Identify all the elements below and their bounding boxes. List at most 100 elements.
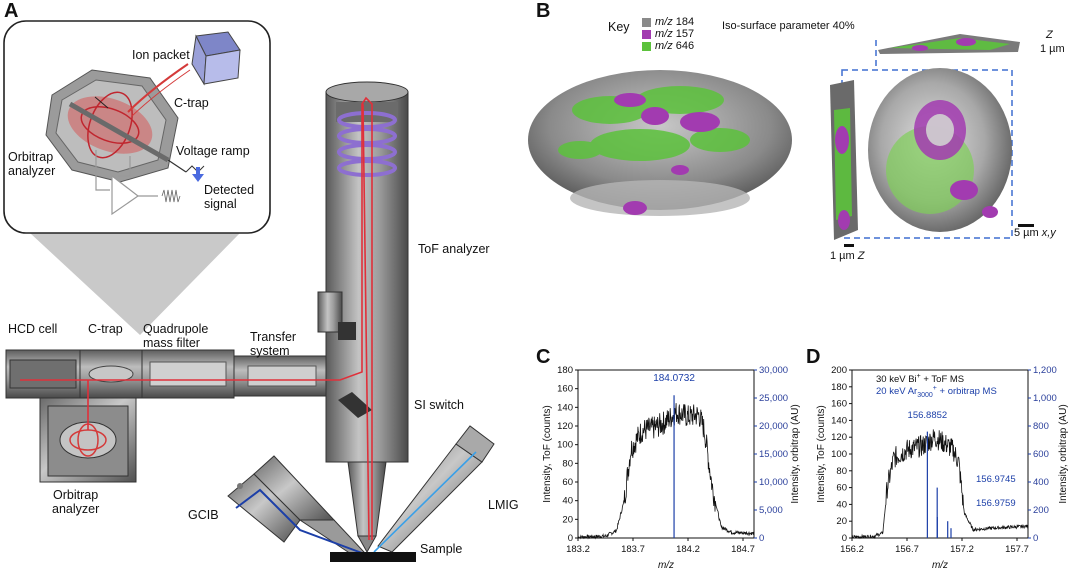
peak-annotation: 156.9745 bbox=[976, 474, 1016, 485]
scale-bar-xy bbox=[1018, 224, 1034, 227]
y-tick-label-right: 1,200 bbox=[1033, 365, 1057, 376]
y-tick-label-left: 20 bbox=[562, 514, 573, 525]
y-tick-label-right: 200 bbox=[1033, 505, 1049, 516]
x-tick-label: 183.7 bbox=[621, 544, 645, 555]
label-detected-signal: Detected signal bbox=[204, 183, 255, 211]
legend-item: m/z 646 bbox=[642, 40, 694, 52]
voltage-arrow-icon bbox=[192, 167, 204, 182]
y-tick-label-left: 100 bbox=[557, 440, 573, 451]
y-tick-label-left: 160 bbox=[831, 399, 847, 410]
peak-annotation: 184.0732 bbox=[653, 373, 695, 384]
label-orbitrap-analyzer: Orbitrap analyzer bbox=[52, 488, 100, 516]
x-tick-label: 184.7 bbox=[731, 544, 755, 555]
y-tick-label-right: 0 bbox=[759, 533, 764, 544]
y-axis-label-right: Intensity, orbitrap (AU) bbox=[1058, 404, 1069, 503]
panel-label-a: A bbox=[4, 0, 19, 22]
chart-d: 156.2 156.7 157.2 157.7 0 20 40 60 80 100 120 140 16… bbox=[816, 365, 1069, 571]
y-tick-label-left: 100 bbox=[831, 449, 847, 460]
label-orbitrap-inset: Orbitrap analyzer bbox=[8, 150, 56, 178]
y-tick-label-left: 120 bbox=[557, 421, 573, 432]
sample-stage bbox=[330, 552, 416, 562]
label-quadrupole: Quadrupole mass filter bbox=[143, 322, 209, 350]
y-tick-label-left: 180 bbox=[557, 365, 573, 376]
y-tick-label-left: 0 bbox=[568, 533, 573, 544]
label-ion-packet: Ion packet bbox=[132, 48, 190, 62]
label-tof-analyzer: ToF analyzer bbox=[418, 242, 490, 256]
y-tick-label-left: 80 bbox=[836, 466, 847, 477]
magenta-regions-oblique bbox=[614, 93, 720, 215]
panel-label-d: D bbox=[806, 346, 821, 368]
si-switch-plate bbox=[338, 392, 372, 418]
x-tick-label: 156.2 bbox=[840, 544, 864, 555]
y-tick-label-right: 25,000 bbox=[759, 393, 788, 404]
y-tick-label-right: 5,000 bbox=[759, 505, 783, 516]
legend-swatch bbox=[642, 29, 651, 39]
y-tick-label-left: 60 bbox=[836, 483, 847, 494]
y-tick-label-right: 30,000 bbox=[759, 365, 788, 376]
y-tick-label-right: 400 bbox=[1033, 477, 1049, 488]
x-axis-label: m/z bbox=[658, 560, 674, 571]
x-tick-label: 157.2 bbox=[950, 544, 974, 555]
y-tick-label-left: 60 bbox=[562, 477, 573, 488]
z-scale-top: 1 µm bbox=[1040, 43, 1065, 55]
key-title: Key bbox=[608, 20, 630, 34]
y-tick-label-left: 200 bbox=[831, 365, 847, 376]
y-tick-label-right: 10,000 bbox=[759, 477, 788, 488]
legend-item: m/z 184 bbox=[642, 16, 694, 28]
y-tick-label-right: 20,000 bbox=[759, 421, 788, 432]
y-tick-label-right: 0 bbox=[1033, 533, 1038, 544]
y-tick-label-right: 1,000 bbox=[1033, 393, 1057, 404]
x-tick-label: 183.2 bbox=[566, 544, 590, 555]
label-ctrap: C-trap bbox=[88, 322, 123, 336]
xy-scale-label: 5 µm x,y bbox=[1014, 227, 1056, 239]
label-gcib: GCIB bbox=[188, 508, 219, 522]
legend-item: m/z 157 bbox=[642, 28, 694, 40]
panel-label-b: B bbox=[536, 0, 551, 22]
panel-label-c: C bbox=[536, 346, 551, 368]
gcib-gun bbox=[227, 455, 365, 557]
reflectron-rings bbox=[337, 111, 397, 177]
label-hcd-cell: HCD cell bbox=[8, 322, 58, 336]
label-si-switch: SI switch bbox=[414, 398, 465, 412]
zoom-cone bbox=[30, 233, 240, 335]
iso-surface-text: Iso-surface parameter 40% bbox=[722, 20, 855, 32]
label-ctrap-inset: C-trap bbox=[174, 96, 209, 110]
label-sample: Sample bbox=[420, 542, 463, 556]
legend-swatch bbox=[642, 41, 651, 51]
y-tick-label-left: 140 bbox=[557, 402, 573, 413]
instrument-schematic bbox=[3, 20, 495, 562]
label-voltage-ramp: Voltage ramp bbox=[176, 144, 250, 158]
y-tick-label-left: 180 bbox=[831, 382, 847, 393]
z-axis-label-top: Z bbox=[1046, 29, 1053, 41]
label-lmig: LMIG bbox=[488, 498, 519, 512]
y-axis-label-right: Intensity, orbitrap (AU) bbox=[790, 404, 801, 503]
inset-ctrap-drawing bbox=[127, 31, 241, 117]
y-tick-label-left: 140 bbox=[831, 415, 847, 426]
y-tick-label-left: 40 bbox=[836, 499, 847, 510]
x-tick-label: 157.7 bbox=[1005, 544, 1029, 555]
y-tick-label-right: 600 bbox=[1033, 449, 1049, 460]
y-tick-label-left: 20 bbox=[836, 516, 847, 527]
plot-frame bbox=[577, 369, 755, 539]
y-tick-label-left: 120 bbox=[831, 432, 847, 443]
peak-annotation: 156.8852 bbox=[908, 410, 948, 421]
y-axis-label-left: Intensity, ToF (counts) bbox=[816, 405, 827, 502]
peak-annotation: 156.9759 bbox=[976, 498, 1016, 509]
legend-swatch bbox=[642, 17, 651, 27]
y-tick-label-right: 800 bbox=[1033, 421, 1049, 432]
ion-beams bbox=[20, 96, 477, 557]
cell-3d-rendering bbox=[528, 34, 1034, 247]
z-scale-bottom: 1 µm Z bbox=[830, 250, 865, 262]
label-transfer-system: Transfer system bbox=[250, 330, 297, 358]
legend-tof: 30 keV Bi+ + ToF MS bbox=[876, 373, 964, 385]
x-tick-label: 184.2 bbox=[676, 544, 700, 555]
scale-bar-z bbox=[844, 244, 854, 247]
tof-nozzle bbox=[347, 461, 387, 537]
tof-spectrum-line bbox=[851, 429, 1029, 540]
y-tick-label-right: 15,000 bbox=[759, 449, 788, 460]
legend-orbitrap: 20 keV Ar3000+ + orbitrap MS bbox=[876, 385, 997, 399]
y-tick-label-left: 40 bbox=[562, 496, 573, 507]
x-tick-label: 156.7 bbox=[895, 544, 919, 555]
legend-key: m/z 184 m/z 157 m/z 646 bbox=[642, 16, 694, 52]
